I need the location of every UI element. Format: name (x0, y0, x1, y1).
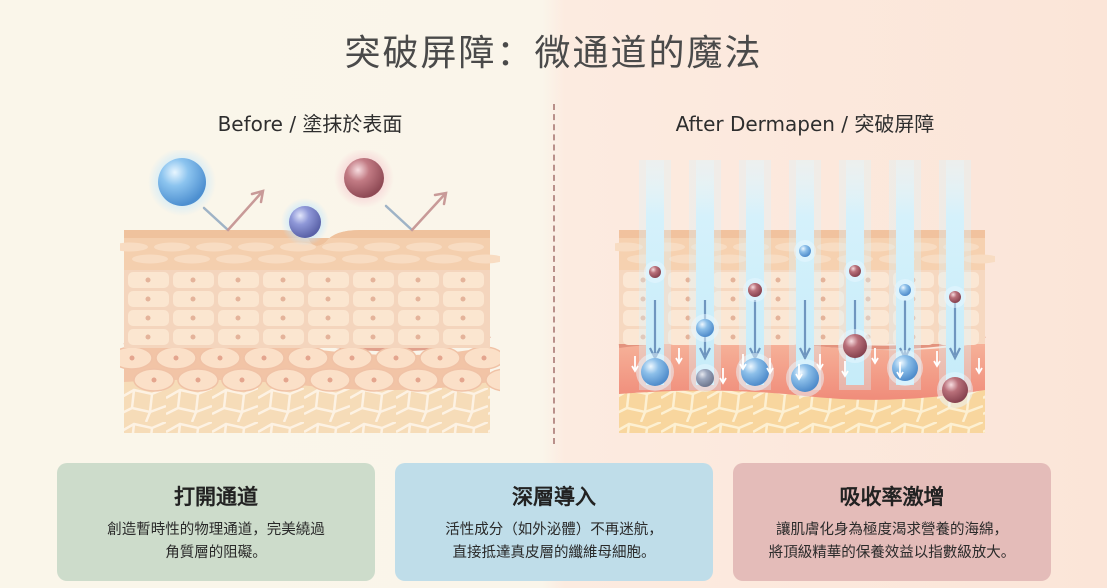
serum-sphere (942, 377, 968, 403)
round-cells (120, 346, 500, 392)
after-panel-label: After Dermapen / 突破屏障 (675, 112, 935, 136)
card-text: 創造暫時性的物理通道，完美繞過 (107, 522, 325, 538)
serum-sphere (843, 334, 867, 358)
page-title: 突破屏障：微通道的魔法 (344, 33, 763, 74)
serum-sphere-purple (289, 206, 321, 238)
serum-sphere-blue (158, 158, 206, 206)
card-text: 角質層的阻礙。 (165, 545, 267, 561)
card-title: 打開通道 (174, 485, 258, 509)
serum-sphere (799, 245, 811, 257)
bounce-arrow-icon (202, 189, 265, 232)
skin-cell (120, 346, 153, 370)
before-panel-label: Before / 塗抹於表面 (217, 112, 403, 136)
micro-channels (636, 160, 973, 408)
serum-sphere (849, 265, 861, 277)
card-absorption-boost: 吸收率激增 讓肌膚化身為極度渴求營養的海綿， 將頂級精華的保養效益以指數級放大。 (733, 463, 1051, 581)
serum-sphere (949, 291, 961, 303)
before-skin-illustration (120, 150, 500, 433)
serum-sphere (899, 284, 911, 296)
serum-sphere (748, 283, 762, 297)
card-deep-delivery: 深層導入 活性成分（如外泌體）不再迷航， 直接抵達真皮層的纖維母細胞。 (395, 463, 713, 581)
card-title: 吸收率激增 (839, 485, 945, 509)
serum-sphere (641, 358, 669, 386)
serum-sphere (696, 369, 714, 387)
card-open-channel: 打開通道 創造暫時性的物理通道，完美繞過 角質層的阻礙。 (57, 463, 375, 581)
micro-channel (896, 160, 914, 385)
card-text: 讓肌膚化身為極度渴求營養的海綿， (776, 522, 1008, 538)
bounce-arrow-icon (384, 191, 448, 232)
epidermis-cells (128, 272, 484, 345)
serum-sphere (696, 319, 714, 337)
serum-sphere-red (344, 158, 384, 198)
panel-divider (553, 104, 555, 444)
micro-channel (796, 160, 814, 385)
micro-channel (946, 160, 964, 385)
serum-sphere (741, 358, 769, 386)
stratum-corneum-cells (120, 242, 500, 264)
serum-sphere (649, 266, 661, 278)
serum-sphere (892, 355, 918, 381)
card-title: 深層導入 (512, 485, 596, 509)
micro-channel (746, 160, 764, 385)
skin-cell (485, 368, 500, 392)
serum-sphere (791, 364, 819, 392)
card-text: 直接抵達真皮層的纖維母細胞。 (452, 545, 656, 561)
diffusion-arrows (631, 348, 983, 385)
after-skin-illustration (615, 160, 995, 433)
card-text: 活性成分（如外泌體）不再迷航， (445, 522, 663, 538)
card-text: 將頂級精華的保養效益以指數級放大。 (768, 545, 1016, 561)
